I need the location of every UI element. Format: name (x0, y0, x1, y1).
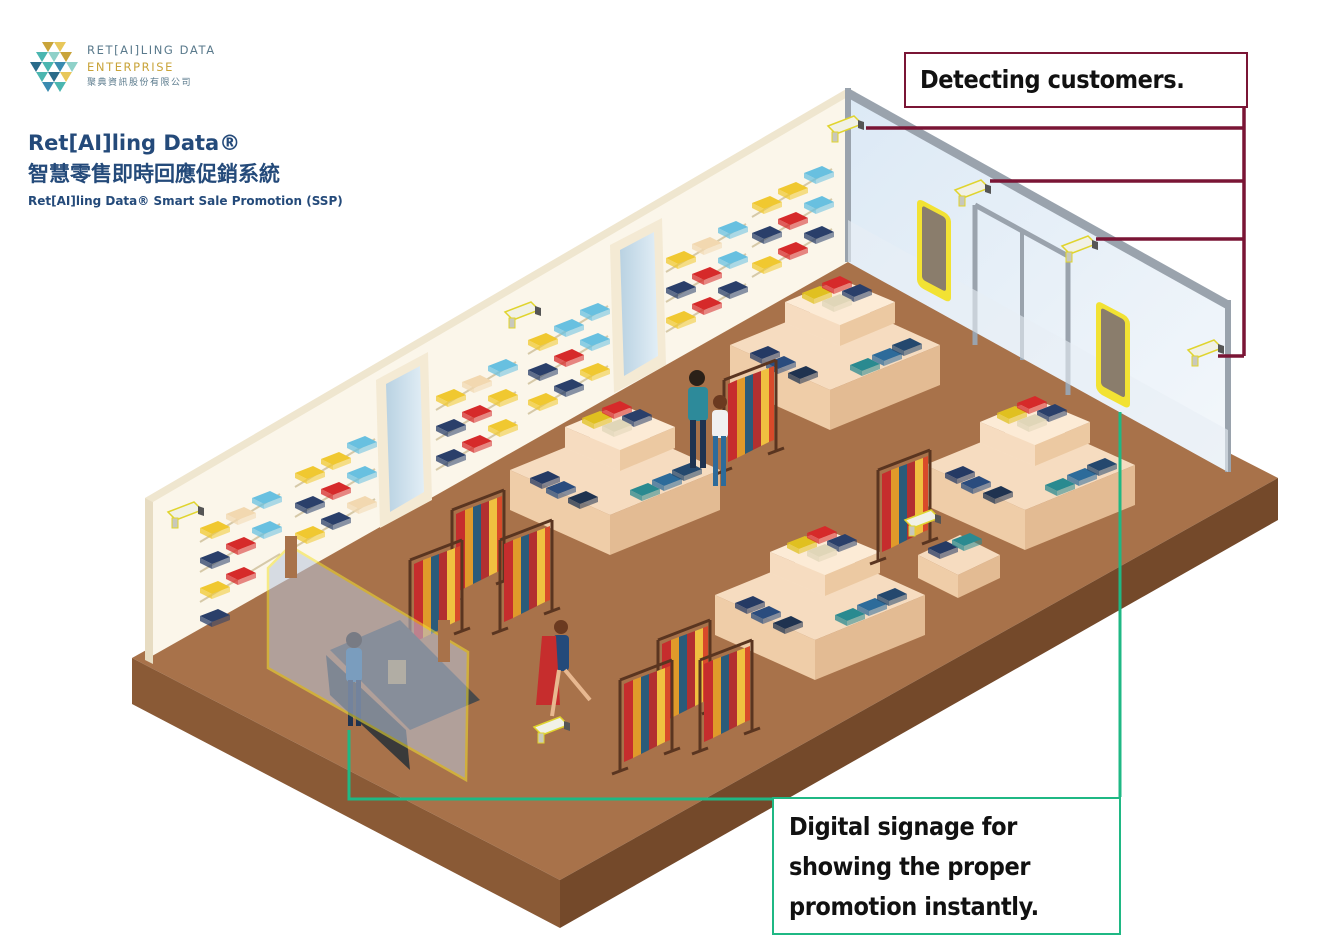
company-logo-text: RET[AI]LING DATA ENTERPRISE 聚典資訊股份有限公司 (87, 42, 216, 90)
callout-detecting-text: Detecting customers. (920, 65, 1185, 94)
callout-detecting-customers: Detecting customers. (904, 52, 1248, 108)
page-title: Ret[AI]ling Data® (28, 131, 241, 155)
callout-signage-line-2: showing the proper (789, 852, 1031, 881)
page-subtitle: Ret[AI]ling Data® Smart Sale Promotion (… (28, 194, 343, 208)
display-stand-icon (918, 533, 1000, 598)
page-title-chinese: 智慧零售即時回應促銷系統 (28, 162, 280, 186)
detect-connector-lines (866, 108, 1246, 358)
signage-connector-lines (347, 412, 1122, 801)
logo-line-2: ENTERPRISE (87, 60, 175, 74)
callout-signage-line-1: Digital signage for (789, 812, 1017, 841)
digital-signage-icon (917, 199, 1130, 408)
pos-counter-screen (266, 536, 470, 783)
shopper-icon (536, 370, 728, 717)
mirror-icon (376, 218, 666, 528)
company-logo-icon (30, 42, 78, 92)
callout-digital-signage: Digital signage for showing the proper p… (772, 797, 1121, 935)
logo-line-1: RET[AI]LING DATA (87, 43, 216, 57)
logo-line-3: 聚典資訊股份有限公司 (87, 78, 193, 88)
wall-shelf-icon (199, 166, 834, 627)
callout-signage-line-3: promotion instantly. (789, 892, 1039, 921)
title-block: Ret[AI]ling Data® 智慧零售即時回應促銷系統 Ret[AI]li… (28, 128, 343, 212)
